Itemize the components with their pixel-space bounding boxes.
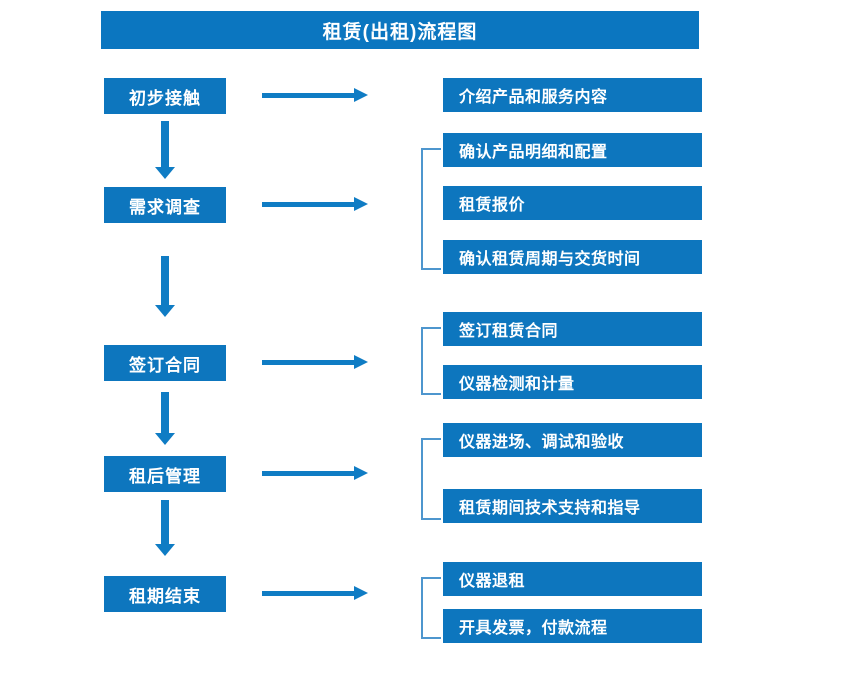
task-box-5-1[interactable]: 仪器退租 — [443, 562, 702, 596]
stage-box-4[interactable]: 租后管理 — [104, 456, 226, 492]
vertical-arrow-1 — [155, 121, 175, 179]
horizontal-arrow-4 — [262, 466, 368, 480]
task-box-5-2[interactable]: 开具发票，付款流程 — [443, 609, 702, 643]
vertical-arrow-3 — [155, 392, 175, 445]
task-box-3-2[interactable]: 仪器检测和计量 — [443, 365, 702, 399]
task-box-1-1[interactable]: 介绍产品和服务内容 — [443, 78, 702, 112]
stage-box-3[interactable]: 签订合同 — [104, 345, 226, 381]
task-box-2-1[interactable]: 确认产品明细和配置 — [443, 133, 702, 167]
task-box-3-1[interactable]: 签订租赁合同 — [443, 312, 702, 346]
vertical-arrow-2 — [155, 256, 175, 317]
horizontal-arrow-3 — [262, 355, 368, 369]
vertical-arrow-4 — [155, 500, 175, 556]
horizontal-arrow-5 — [262, 586, 368, 600]
stage-box-5[interactable]: 租期结束 — [104, 576, 226, 612]
horizontal-arrow-2 — [262, 197, 368, 211]
bracket-connector-5 — [421, 577, 441, 639]
horizontal-arrow-1 — [262, 88, 368, 102]
task-box-4-2[interactable]: 租赁期间技术支持和指导 — [443, 489, 702, 523]
stage-box-2[interactable]: 需求调查 — [104, 187, 226, 223]
bracket-connector-2 — [421, 148, 441, 270]
task-box-2-3[interactable]: 确认租赁周期与交货时间 — [443, 240, 702, 274]
task-box-4-1[interactable]: 仪器进场、调试和验收 — [443, 423, 702, 457]
bracket-connector-3 — [421, 327, 441, 395]
task-box-2-2[interactable]: 租赁报价 — [443, 186, 702, 220]
bracket-connector-4 — [421, 438, 441, 520]
flowchart-title: 租赁(出租)流程图 — [101, 11, 699, 49]
stage-box-1[interactable]: 初步接触 — [104, 78, 226, 114]
